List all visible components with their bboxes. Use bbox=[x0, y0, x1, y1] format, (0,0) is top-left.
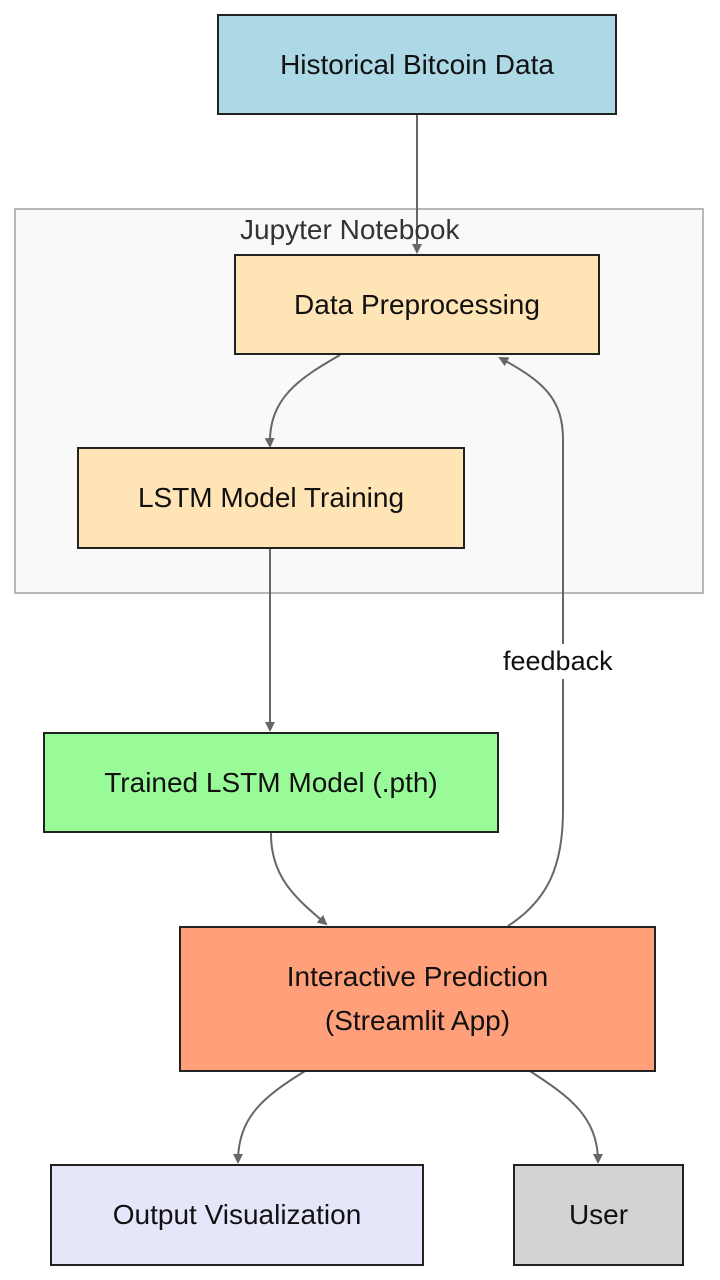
node-label: Output Visualization bbox=[112, 1199, 362, 1230]
edge-app-to-output bbox=[233, 1070, 306, 1164]
edge-app-to-user bbox=[529, 1070, 603, 1164]
edge-label-feedback: feedback bbox=[499, 644, 617, 679]
node-label: User bbox=[568, 1199, 629, 1230]
edge-preprocessing-to-training bbox=[264, 354, 341, 448]
node-interactive-prediction: Interactive Prediction (Streamlit App) bbox=[179, 926, 656, 1072]
cluster-title: Jupyter Notebook bbox=[240, 214, 460, 245]
node-trained-lstm-model: Trained LSTM Model (.pth) bbox=[43, 732, 499, 833]
edge-feedback bbox=[498, 357, 564, 927]
node-label: LSTM Model Training bbox=[137, 482, 405, 513]
node-label: Trained LSTM Model (.pth) bbox=[104, 766, 438, 798]
node-lstm-model-training: LSTM Model Training bbox=[77, 447, 465, 549]
node-label-line-1: Interactive Prediction bbox=[286, 961, 549, 992]
node-data-preprocessing: Data Preprocessing bbox=[234, 254, 600, 355]
node-output-visualization: Output Visualization bbox=[50, 1164, 424, 1266]
node-label-line-2: (Streamlit App) bbox=[324, 1005, 511, 1036]
node-label: Data Preprocessing bbox=[294, 288, 540, 320]
node-historical-bitcoin-data: Historical Bitcoin Data bbox=[217, 14, 617, 115]
node-user: User bbox=[513, 1164, 684, 1266]
node-label: Historical Bitcoin Data bbox=[280, 48, 554, 80]
edge-model-to-app bbox=[269, 831, 328, 926]
